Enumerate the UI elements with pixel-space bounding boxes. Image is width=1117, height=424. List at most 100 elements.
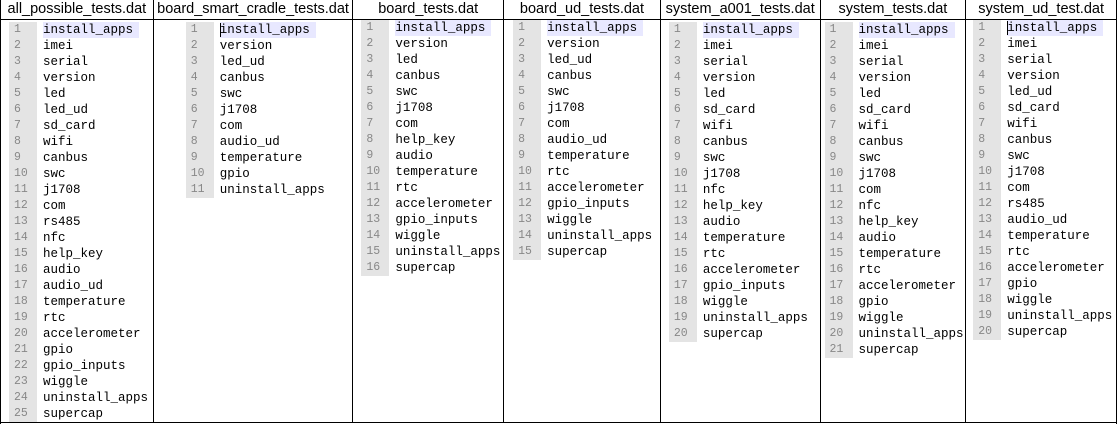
line-number: 15 bbox=[366, 245, 381, 258]
line-number: 11 bbox=[829, 183, 844, 196]
line-text: led_ud bbox=[1007, 85, 1053, 99]
line-text: uninstall_apps bbox=[219, 183, 325, 197]
line-text: led_ud bbox=[547, 53, 593, 67]
line-number: 13 bbox=[673, 215, 688, 228]
line-text: sd_card bbox=[858, 103, 912, 117]
line-text: install_apps bbox=[547, 20, 644, 36]
line-text: accelerometer bbox=[547, 181, 645, 195]
line-number: 1 bbox=[14, 23, 21, 36]
line-number: 5 bbox=[14, 87, 21, 100]
line-number: 14 bbox=[829, 231, 844, 244]
line-text: rs485 bbox=[43, 215, 81, 229]
line-number: 11 bbox=[978, 181, 993, 194]
line-text: audio bbox=[702, 215, 741, 229]
line-text: audio bbox=[395, 149, 433, 163]
file-title: all_possible_tests.dat bbox=[1, 0, 153, 20]
line-text: version bbox=[547, 37, 600, 51]
line-text: led bbox=[43, 87, 66, 101]
line-text: temperature bbox=[219, 151, 303, 165]
line-number: 10 bbox=[14, 167, 28, 180]
line-text: version bbox=[395, 37, 448, 51]
line-number: 13 bbox=[366, 213, 381, 226]
line-number: 14 bbox=[673, 231, 688, 244]
line-text: supercap bbox=[702, 327, 763, 341]
line-text: wifi bbox=[702, 119, 733, 133]
line-number: 10 bbox=[518, 165, 532, 178]
line-text: accelerometer bbox=[1007, 261, 1105, 275]
file-title: system_ud_test.dat bbox=[966, 0, 1116, 20]
line-number: 4 bbox=[190, 71, 198, 84]
line-text: accelerometer bbox=[858, 279, 957, 293]
line-text: install_apps bbox=[858, 22, 955, 38]
line-text: audio bbox=[858, 231, 897, 245]
line-number: 15 bbox=[829, 247, 844, 260]
line-text: wifi bbox=[858, 119, 889, 133]
line-number: 11 bbox=[14, 183, 28, 196]
line-text: audio_ud bbox=[43, 279, 104, 293]
line-text: nfc bbox=[702, 183, 726, 197]
line-text: uninstall_apps bbox=[43, 391, 149, 405]
line-number: 3 bbox=[829, 55, 837, 68]
line-text: imei bbox=[858, 39, 889, 53]
line-number: 9 bbox=[190, 151, 198, 164]
line-number: 19 bbox=[829, 311, 844, 324]
line-number: 1 bbox=[673, 23, 681, 36]
line-text: audio bbox=[43, 263, 81, 277]
line-text: supercap bbox=[1007, 325, 1068, 339]
line-text: uninstall_apps bbox=[395, 245, 501, 259]
line-number: 8 bbox=[829, 135, 837, 148]
line-number: 12 bbox=[829, 199, 844, 212]
line-number: 16 bbox=[14, 263, 28, 276]
line-text: canbus bbox=[858, 135, 904, 149]
line-number: 5 bbox=[518, 85, 525, 98]
line-number: 14 bbox=[366, 229, 381, 242]
line-text: canbus bbox=[1007, 133, 1053, 147]
line-number: 2 bbox=[829, 39, 837, 52]
line-text: version bbox=[219, 39, 273, 53]
line-text: canbus bbox=[219, 71, 265, 85]
line-text: audio_ud bbox=[219, 135, 280, 149]
line-text: rtc bbox=[395, 181, 418, 195]
line-number: 20 bbox=[673, 327, 688, 340]
line-text: gpio bbox=[43, 343, 74, 357]
line-number: 23 bbox=[14, 375, 28, 388]
line-number: 19 bbox=[978, 309, 993, 322]
line-text: com bbox=[219, 119, 243, 133]
line-text: rs485 bbox=[1007, 197, 1045, 211]
line-number: 16 bbox=[366, 261, 381, 274]
line-number: 11 bbox=[366, 181, 381, 194]
line-number: 4 bbox=[518, 69, 525, 82]
line-number: 18 bbox=[673, 295, 688, 308]
line-number: 14 bbox=[518, 229, 532, 242]
line-text: swc bbox=[702, 151, 726, 165]
line-number: 2 bbox=[518, 37, 525, 50]
line-number: 4 bbox=[978, 69, 986, 82]
line-number: 16 bbox=[829, 263, 844, 276]
line-text: swc bbox=[43, 167, 66, 181]
line-number: 21 bbox=[14, 343, 28, 356]
line-text: gpio bbox=[219, 167, 250, 181]
line-number: 16 bbox=[673, 263, 688, 276]
line-text: led bbox=[395, 53, 418, 67]
line-text: sd_card bbox=[43, 119, 96, 133]
text-caret bbox=[1007, 21, 1009, 35]
line-number: 12 bbox=[673, 199, 688, 212]
line-text: wiggle bbox=[395, 229, 441, 243]
line-number: 7 bbox=[518, 117, 525, 130]
line-number-gutter bbox=[668, 22, 697, 342]
line-text: j1708 bbox=[547, 101, 585, 115]
line-text: nfc bbox=[858, 199, 882, 213]
line-text: gpio_inputs bbox=[395, 213, 478, 227]
line-number: 5 bbox=[190, 87, 198, 100]
line-text: gpio_inputs bbox=[547, 197, 630, 211]
line-number: 8 bbox=[190, 135, 198, 148]
line-number: 12 bbox=[14, 199, 28, 212]
line-text: rtc bbox=[1007, 245, 1030, 259]
line-text: j1708 bbox=[702, 167, 741, 181]
line-number: 1 bbox=[829, 23, 837, 36]
line-number: 15 bbox=[518, 245, 532, 258]
